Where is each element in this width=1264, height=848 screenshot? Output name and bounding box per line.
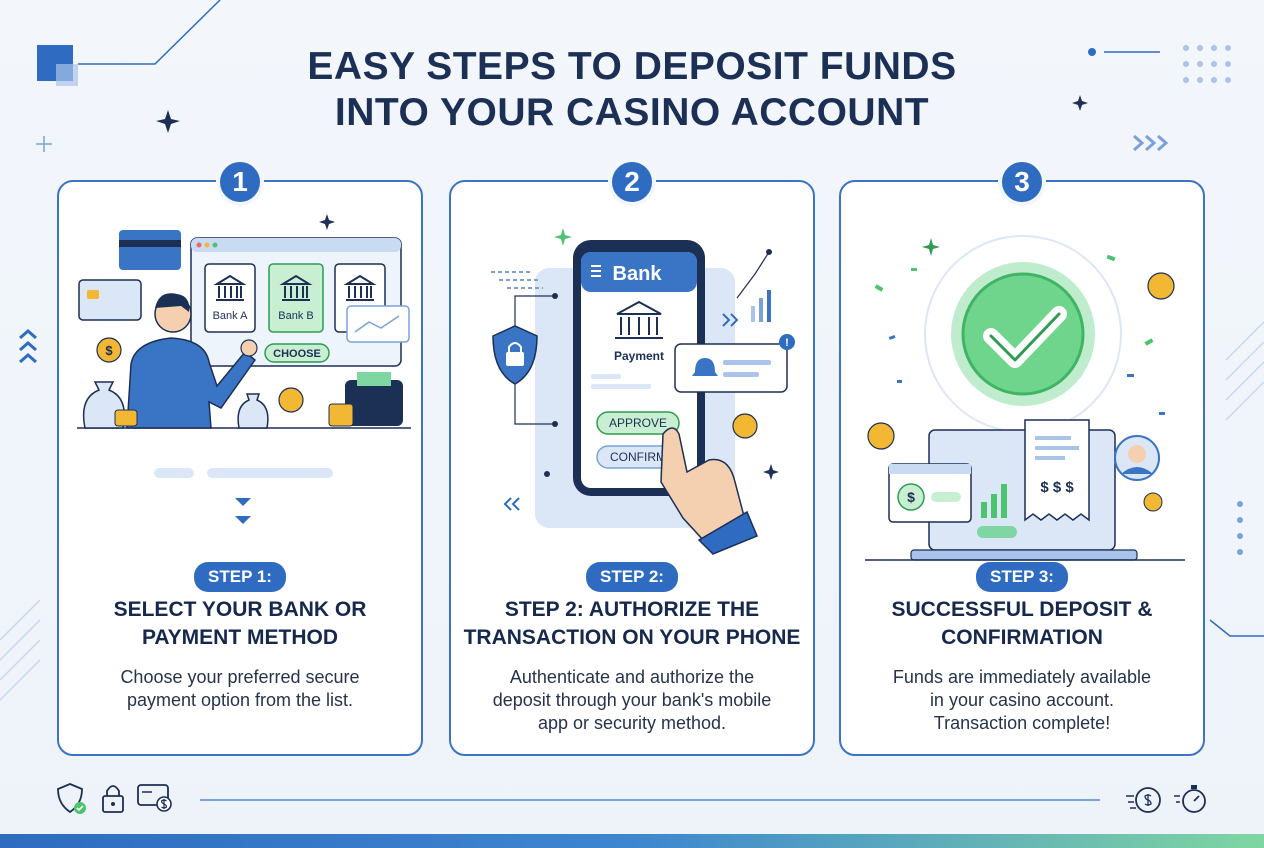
step-heading-2-line-2: TRANSACTION ON YOUR PHONE (463, 626, 801, 649)
step-heading-2: STEP 2: AUTHORIZE THE TRANSACTION ON YOU… (451, 596, 813, 652)
footer-accent-bar (0, 834, 1264, 848)
bank-b-label[interactable]: Bank B (278, 310, 313, 322)
step-description-3-line-1: Funds are immediately available (892, 667, 1152, 687)
step-pill-2: STEP 2: (586, 562, 678, 592)
bank-app-title: Bank (613, 263, 663, 285)
step-heading-3-line-1: SUCCESSFUL DEPOSIT & (891, 598, 1153, 621)
step-heading-1-line-2: PAYMENT METHOD (141, 626, 338, 649)
step-description-1: Choose your preferred secure payment opt… (73, 666, 407, 712)
step-description-1-line-1: Choose your preferred secure (120, 667, 360, 687)
step-heading-1: SELECT YOUR BANK OR PAYMENT METHOD (59, 596, 421, 652)
step-description-3: Funds are immediately available in your … (855, 666, 1189, 735)
step-pill-3: STEP 3: (976, 562, 1068, 592)
bank-a-label[interactable]: Bank A (213, 310, 249, 322)
step-number-badge-2: 2 (608, 158, 656, 206)
payment-label: Payment (614, 349, 664, 363)
coin-dollar-label: $ (105, 343, 113, 358)
step-description-2-line-2: deposit through your bank's mobile (492, 690, 772, 710)
receipt-amount: $ $ $ (1040, 479, 1074, 496)
step-description-2: Authenticate and authorize the deposit t… (465, 666, 799, 735)
timer-dollar-icon (1126, 787, 1161, 813)
step-heading-3-line-2: CONFIRMATION (941, 626, 1103, 649)
step-description-3-line-2: in your casino account. (929, 690, 1115, 710)
step-description-3-line-3: Transaction complete! (933, 713, 1111, 733)
step-description-2-line-1: Authenticate and authorize the (509, 667, 755, 687)
step-card-1: 1 Bank A Bank B CHOOSE $ (57, 158, 423, 756)
lock-icon (102, 785, 124, 813)
step-heading-2-line-1: STEP 2: AUTHORIZE THE (504, 598, 760, 621)
page-title: EASY STEPS TO DEPOSIT FUNDS INTO YOUR CA… (0, 44, 1264, 136)
bank-selection-illustration: Bank A Bank B CHOOSE $ (77, 214, 411, 524)
confirm-button[interactable]: CONFIRM (610, 450, 666, 464)
approve-button[interactable]: APPROVE (609, 416, 667, 430)
choose-button[interactable]: CHOOSE (273, 348, 321, 360)
shield-check-icon (57, 783, 86, 814)
step-number-badge-1: 1 (216, 158, 264, 206)
step-heading-1-line-1: SELECT YOUR BANK OR (113, 598, 367, 621)
title-line-1: EASY STEPS TO DEPOSIT FUNDS (307, 45, 957, 88)
footer-divider (200, 799, 1100, 801)
title-line-2: INTO YOUR CASINO ACCOUNT (334, 91, 930, 134)
step-card-3: 3 $ $ $ $ STEP 3: (839, 158, 1205, 756)
step-description-1-line-2: payment option from the list. (126, 690, 354, 710)
step-card-2: 2 Bank Payment APPROVE CONFIRM ! (449, 158, 815, 756)
deposit-success-illustration: $ $ $ $ (865, 235, 1185, 561)
alert-icon: ! (785, 337, 789, 349)
step-pill-1: STEP 1: (194, 562, 286, 592)
step-heading-3: SUCCESSFUL DEPOSIT & CONFIRMATION (841, 596, 1203, 652)
screen-dollar-label: $ (907, 489, 915, 505)
step-description-2-line-3: app or security method. (537, 713, 727, 733)
phone-authorization-illustration: Bank Payment APPROVE CONFIRM ! (491, 228, 795, 555)
step-number-badge-3: 3 (998, 158, 1046, 206)
stopwatch-icon (1174, 785, 1206, 813)
card-dollar-icon (137, 784, 172, 812)
